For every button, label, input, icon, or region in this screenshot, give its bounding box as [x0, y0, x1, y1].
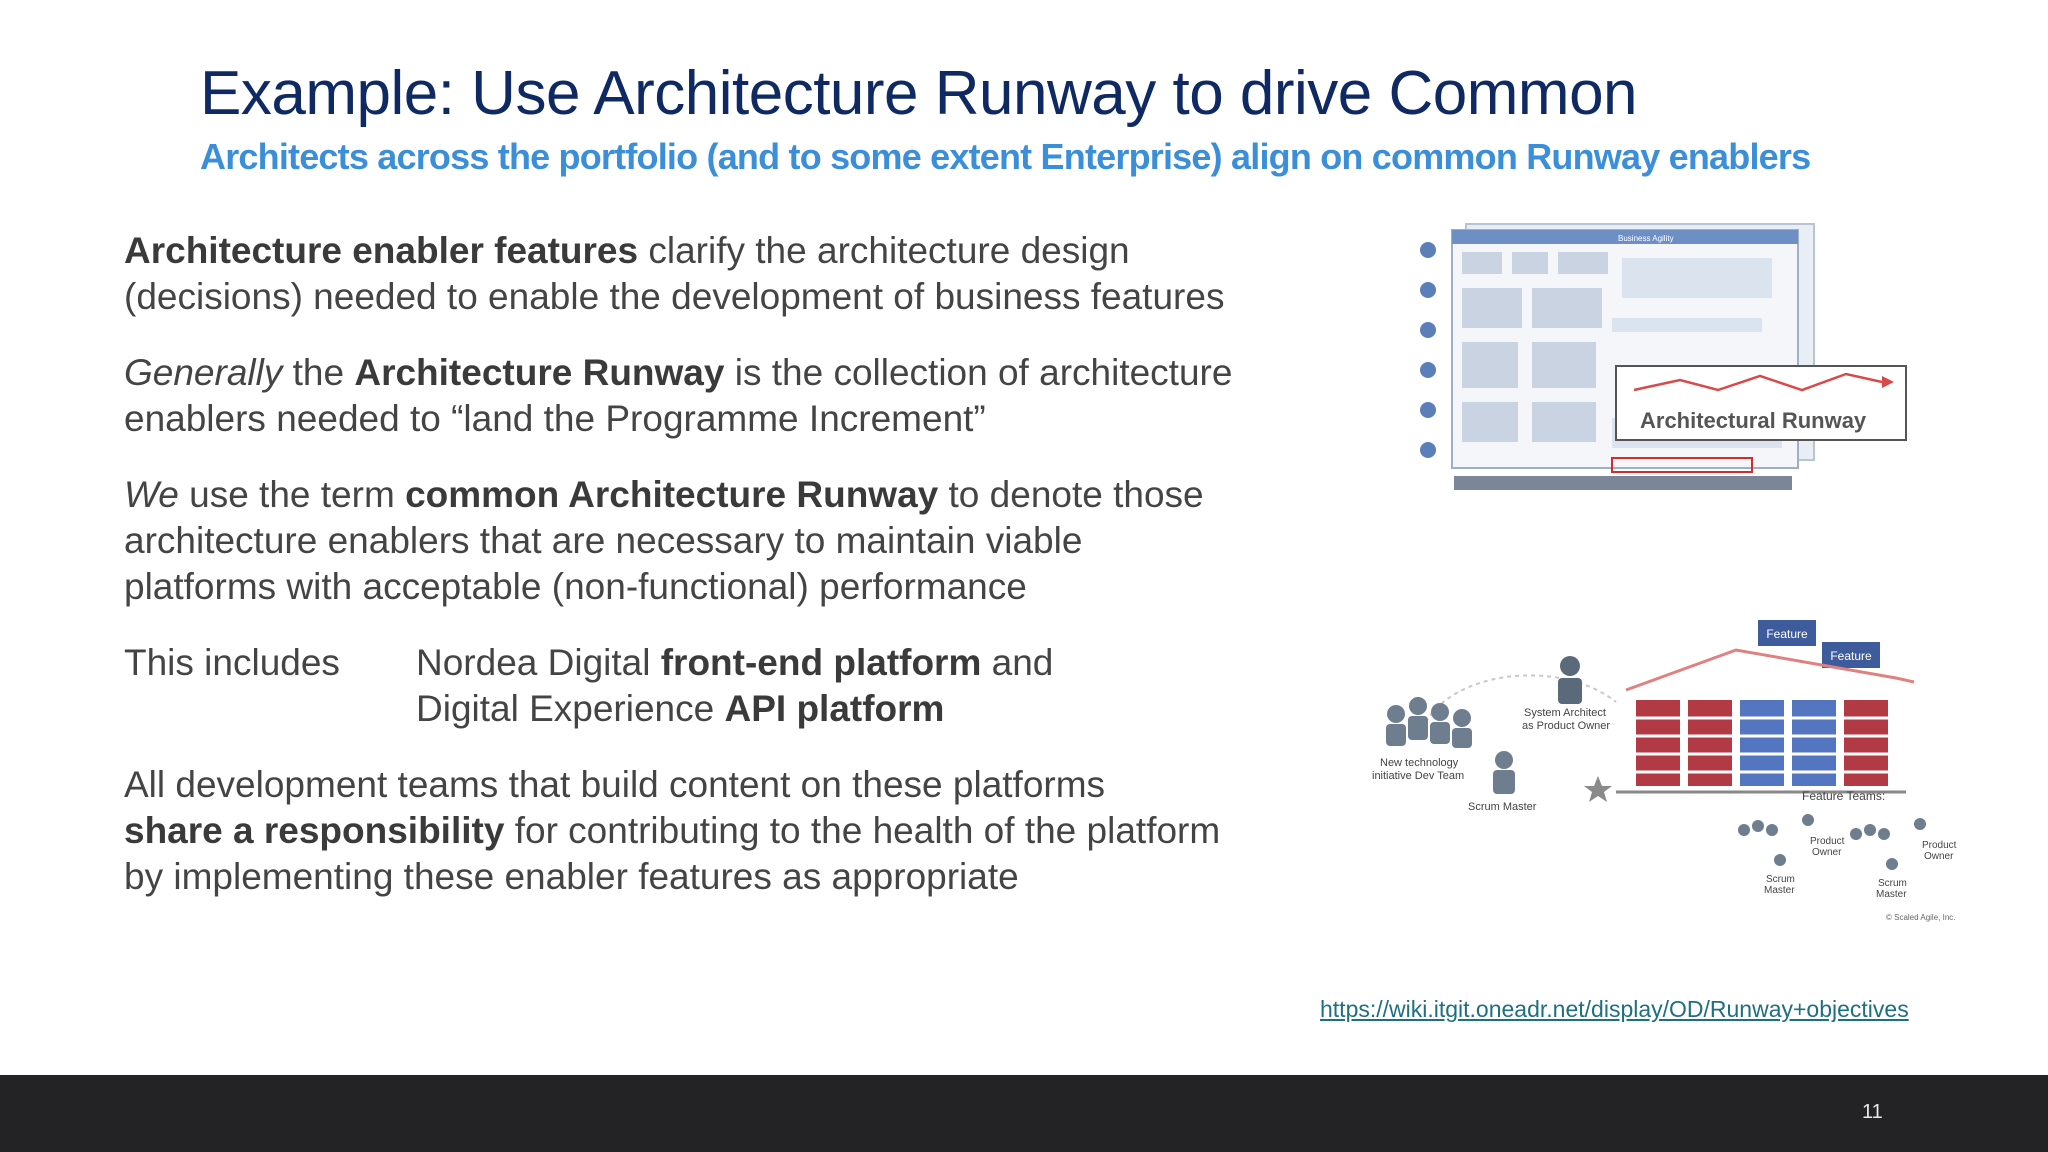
slide-title: Example: Use Architecture Runway to driv… [200, 59, 1638, 128]
bottom-bar [1454, 476, 1792, 490]
bold-text: API platform [724, 688, 945, 729]
feature-tag [1822, 642, 1880, 668]
text: clarify the architecture design [638, 230, 1130, 271]
paragraph-architecture-runway: Generally the Architecture Runway is the… [124, 350, 1324, 442]
footer-bar [0, 1075, 2048, 1152]
paragraph-enabler-features: Architecture enabler features clarify th… [124, 228, 1324, 320]
slide: Example: Use Architecture Runway to driv… [124, 59, 1957, 1022]
dev-team-label: initiative Dev Team [1372, 770, 1464, 782]
star-icon [1584, 776, 1612, 802]
safe-big-picture-image: Business Agility [1420, 223, 1907, 490]
feature-team-a-icon [1738, 814, 1814, 866]
callout-line [1633, 372, 1883, 392]
text: for contributing to the health of the pl… [504, 810, 1221, 851]
feature-tag-label: Feature [1766, 627, 1808, 641]
text: the [282, 352, 355, 393]
callout-label: Architectural Runway [1640, 408, 1867, 433]
feature-tag-label: Feature [1830, 649, 1872, 663]
system-architect-icon [1558, 656, 1582, 704]
slide-body: Architecture enabler features clarify th… [124, 228, 1324, 930]
wiki-link[interactable]: https://wiki.itgit.oneadr.net/display/OD… [1320, 996, 1909, 1022]
text: Nordea Digital [416, 642, 661, 683]
italic-text: We [124, 474, 179, 515]
bold-text: common Architecture Runway [405, 474, 939, 515]
product-owner-label: Product [1810, 836, 1845, 847]
dev-team-icon [1386, 697, 1472, 748]
product-owner-label: Product [1922, 840, 1957, 851]
scrum-master-label: Master [1764, 885, 1795, 896]
text: use the term [178, 474, 406, 515]
feature-team-b-icon [1850, 818, 1926, 870]
left-icons [1420, 242, 1436, 458]
text: (decisions) needed to enable the develop… [124, 276, 1225, 317]
feature-teams-label: Feature Teams: [1802, 789, 1885, 803]
text: platforms with acceptable (non-functiona… [124, 566, 1027, 607]
paragraph-common-runway: We use the term common Architecture Runw… [124, 472, 1324, 610]
runway-highlight [1611, 457, 1753, 473]
product-owner-label: Owner [1812, 847, 1842, 858]
scrum-master-label: Scrum Master [1468, 801, 1537, 813]
text: Digital Experience [416, 688, 725, 729]
paragraph-shared-responsibility: All development teams that build content… [124, 762, 1324, 900]
text: is the collection of architecture [724, 352, 1233, 393]
text: architecture enablers that are necessary… [124, 520, 1083, 561]
text: to denote those [938, 474, 1204, 515]
scrum-master-label: Scrum [1766, 874, 1795, 885]
product-owner-label: Owner [1924, 851, 1954, 862]
bold-text: front-end platform [660, 642, 982, 683]
text: by implementing these enabler features a… [124, 856, 1019, 897]
callout-arrowhead [1882, 376, 1894, 388]
scrum-master-label: Scrum [1878, 878, 1907, 889]
page-number: 11 [1862, 1101, 1883, 1123]
system-architect-image: Feature Feature New techno [1372, 620, 1957, 922]
bold-text: Architecture enabler features [124, 230, 639, 271]
inner-blocks [1462, 252, 1782, 448]
text: All development teams that build content… [124, 764, 1106, 805]
slide-subtitle: Architects across the portfolio (and to … [200, 136, 1811, 177]
copyright-text: © Scaled Agile, Inc. [1886, 913, 1956, 922]
header-bar [1452, 230, 1798, 244]
scrum-master-icon [1493, 751, 1515, 794]
header-title: Business Agility [1618, 234, 1674, 243]
roof-line [1625, 648, 1915, 692]
text: and [981, 642, 1054, 683]
includes-items: Nordea Digital front-end platform and Di… [416, 640, 1053, 732]
callout-box [1615, 365, 1907, 441]
architect-label: System Architect [1524, 707, 1606, 719]
text: enablers needed to “land the Programme I… [124, 398, 986, 439]
italic-text: Generally [124, 352, 283, 393]
scrum-master-label: Master [1876, 889, 1907, 900]
architect-label: as Product Owner [1522, 720, 1610, 732]
column-stripes [1636, 716, 1888, 774]
bold-text: Architecture Runway [354, 352, 725, 393]
includes-label: This includes [124, 642, 340, 683]
feature-tag [1758, 620, 1816, 646]
dev-team-label: New technology [1380, 757, 1459, 769]
bold-text: share a responsibility [124, 810, 505, 851]
paragraph-includes: This includes Nordea Digital front-end p… [124, 640, 1324, 732]
